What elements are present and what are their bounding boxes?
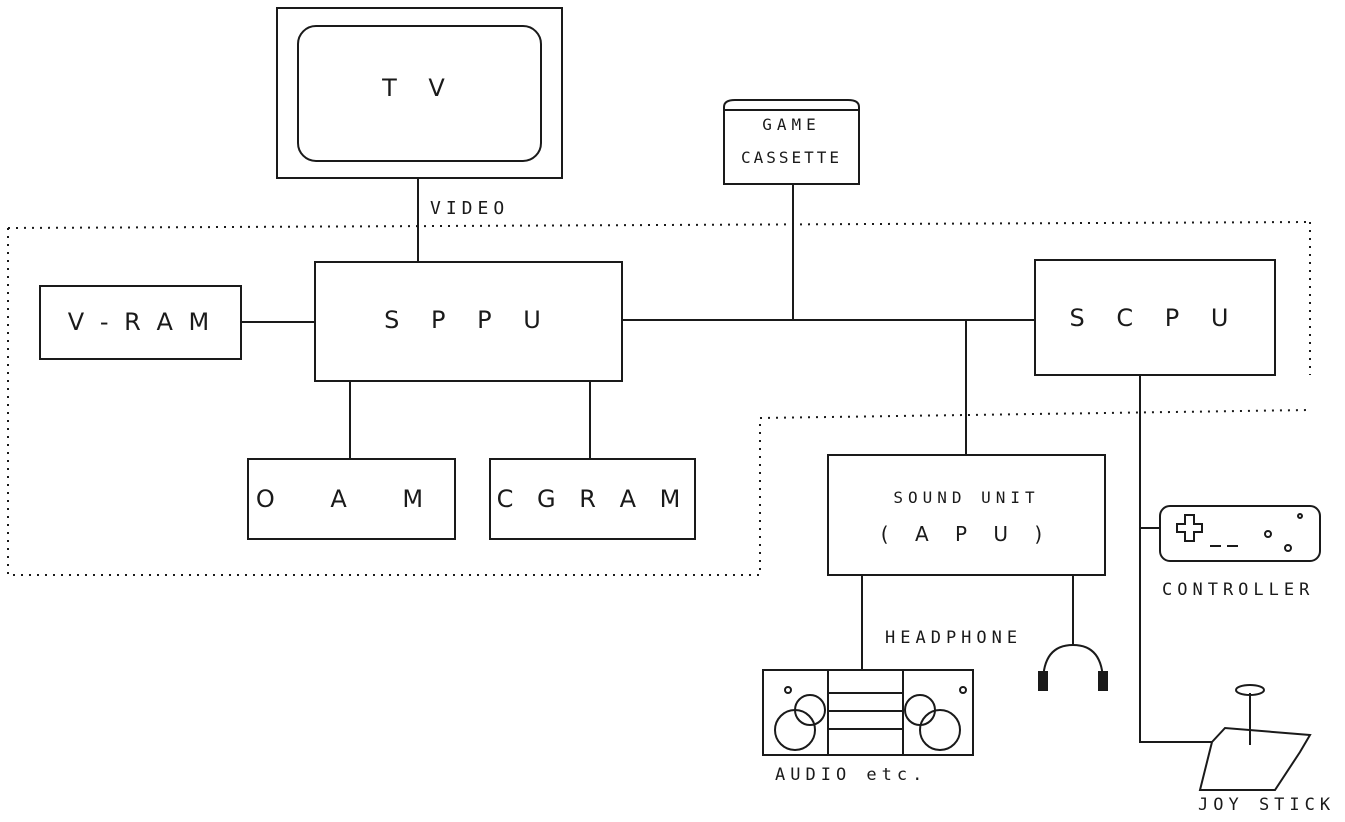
vram-label: V - R A M [40, 308, 241, 336]
cassette-label-line2: CASSETTE [724, 148, 859, 167]
speaker-right-top-icon [905, 695, 935, 725]
headphone-label: HEADPHONE [885, 628, 1022, 648]
headphone-icon [1043, 645, 1103, 683]
a-button-icon [1285, 545, 1291, 551]
main-enclosure-outline [8, 228, 1310, 575]
cgram-label: C G R A M [490, 485, 695, 513]
headphone-right-cup-icon [1099, 672, 1107, 690]
speaker-left-bottom-icon [775, 710, 815, 750]
dpad-icon [1177, 515, 1202, 541]
sound-unit-label-line2: ( A P U ) [828, 522, 1105, 546]
game-cassette-shape [724, 100, 859, 184]
scpu-label: S C P U [1035, 304, 1275, 332]
controller-label: CONTROLLER [1162, 580, 1314, 600]
speaker-right-bottom-icon [920, 710, 960, 750]
sound-unit-label-line1: SOUND UNIT [828, 488, 1105, 507]
scpu-controller-line [1140, 375, 1160, 528]
audio-knob-left-icon [785, 687, 791, 693]
joystick-label: JOY STICK [1198, 795, 1335, 815]
sppu-label: S P P U [315, 306, 622, 334]
oam-label: O A M [248, 485, 455, 513]
headphone-left-cup-icon [1039, 672, 1047, 690]
audio-knob-right-icon [960, 687, 966, 693]
b-button-icon [1265, 531, 1271, 537]
x-button-icon [1298, 514, 1302, 518]
joystick-base-icon [1200, 728, 1310, 790]
video-label: VIDEO [430, 198, 509, 219]
audio-label: AUDIO etc. [775, 765, 927, 785]
cassette-label-line1: GAME [724, 115, 859, 134]
sound-unit-box [828, 455, 1105, 575]
main-enclosure-top [8, 222, 1310, 228]
tv-label: T V [298, 74, 541, 102]
